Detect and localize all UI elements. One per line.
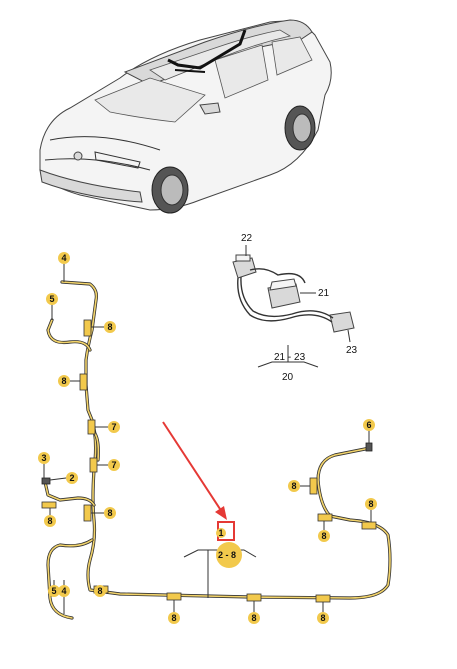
harness-clips (41, 319, 377, 603)
callout-4-bottom: 4 (61, 586, 66, 596)
callout-8-g: 8 (251, 613, 256, 623)
callout-7-a: 7 (111, 422, 116, 432)
callout-8-a: 8 (107, 322, 112, 332)
callout-8-b: 8 (61, 376, 66, 386)
callout-2-8: 2 - 8 (218, 550, 236, 560)
antenna-assembly (232, 245, 355, 368)
callouts: 22 21 23 21 - 23 20 4 5 8 8 7 7 3 2 8 8 … (38, 233, 377, 624)
callout-7-b: 7 (111, 460, 116, 470)
callout-8-h: 8 (320, 613, 325, 623)
callout-5-bottom: 5 (51, 586, 56, 596)
callout-8-c: 8 (107, 508, 112, 518)
wiring-harness (43, 280, 392, 620)
callout-4-top: 4 (61, 253, 66, 263)
callout-8-d: 8 (47, 516, 52, 526)
callout-23: 23 (346, 345, 358, 356)
badge-2-8-bg (216, 542, 242, 568)
callout-8-i: 8 (291, 481, 296, 491)
callout-21: 21 (318, 288, 330, 299)
callout-22: 22 (241, 233, 253, 244)
callout-8-e: 8 (97, 586, 102, 596)
callout-1: 1 (218, 528, 223, 538)
callout-6: 6 (366, 420, 371, 430)
red-arrow (162, 421, 227, 520)
car-illustration (39, 19, 332, 214)
callout-5-top: 5 (49, 294, 54, 304)
callout-21-23: 21 - 23 (274, 352, 306, 363)
callout-8-f: 8 (171, 613, 176, 623)
callout-2: 2 (69, 473, 74, 483)
callout-20: 20 (282, 372, 294, 383)
callout-8-k: 8 (368, 499, 373, 509)
callout-8-j: 8 (321, 531, 326, 541)
callout-3: 3 (41, 453, 46, 463)
